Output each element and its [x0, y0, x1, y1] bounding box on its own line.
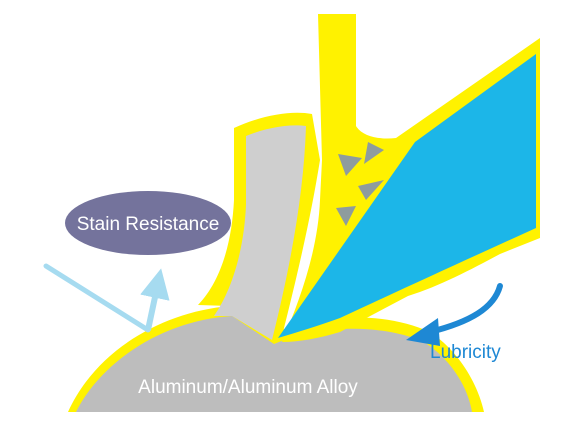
- particle-3: [358, 180, 384, 200]
- substrate-label: Aluminum/Aluminum Alloy: [138, 377, 358, 398]
- stain-resistance-label: Stain Resistance: [77, 214, 220, 235]
- curved-arrow-icon: [406, 283, 503, 346]
- reflection-arrow-icon: [43, 263, 170, 333]
- porous-layer: [214, 125, 306, 340]
- stain-resistance-badge: [65, 191, 231, 255]
- lubricity-label: Lubricity: [430, 342, 501, 363]
- particle-4: [336, 206, 356, 226]
- particle-2: [364, 142, 384, 164]
- substrate: [76, 316, 472, 412]
- particle-1: [338, 154, 362, 176]
- lubricant-layer: [278, 54, 536, 338]
